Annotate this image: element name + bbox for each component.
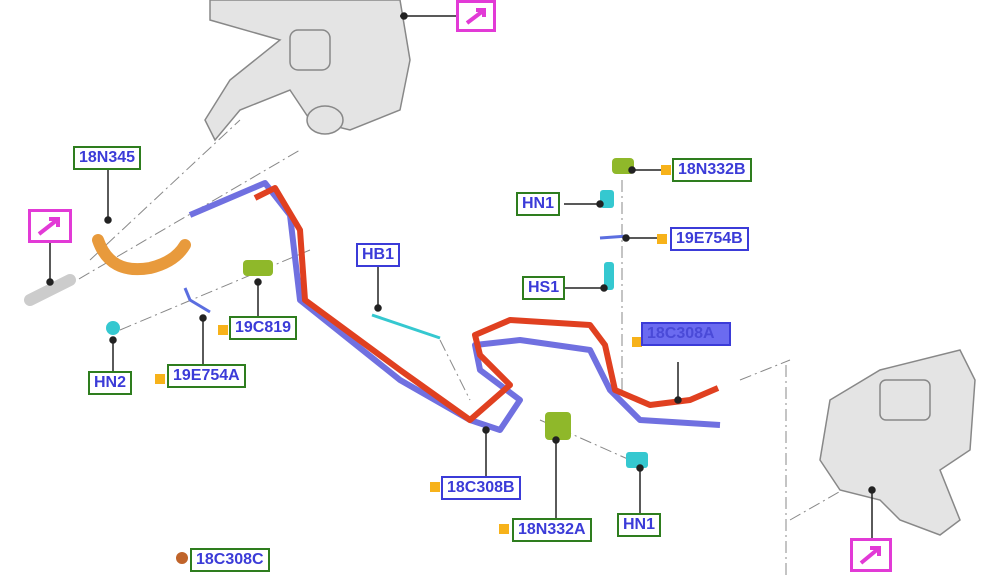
view-link-button-bottom[interactable]: [850, 538, 892, 572]
callout-HN1-top[interactable]: HN1: [516, 192, 561, 216]
connector-part: [24, 274, 76, 306]
callout-18N332A[interactable]: 18N332A: [512, 518, 592, 542]
clip-19C819[interactable]: [243, 260, 273, 276]
leader-lines: [46, 12, 876, 538]
callout-19E754A[interactable]: 19E754A: [167, 364, 246, 388]
marker-icon: [218, 325, 228, 335]
callout-18C308B[interactable]: 18C308B: [441, 476, 521, 500]
marker-dot-icon: [176, 552, 188, 564]
bracket-19E754A[interactable]: [183, 287, 211, 314]
callout-HN2[interactable]: HN2: [88, 371, 133, 395]
stud-HS1[interactable]: [604, 262, 614, 290]
nut-HN1-bottom[interactable]: [626, 452, 648, 468]
callout-18C308C[interactable]: 18C308C: [190, 548, 270, 572]
engine-component-top: [204, 0, 411, 142]
arrow-link-icon: [859, 546, 881, 565]
callout-HB1[interactable]: HB1: [356, 243, 401, 267]
marker-icon: [155, 374, 165, 384]
clip-18N332A[interactable]: [545, 412, 571, 440]
marker-icon: [661, 165, 671, 175]
callout-19C819[interactable]: 19C819: [229, 316, 298, 340]
view-link-button-top[interactable]: [456, 0, 496, 32]
guide-lines: [59, 119, 861, 579]
callout-HS1[interactable]: HS1: [522, 276, 566, 300]
callout-18N345[interactable]: 18N345: [73, 146, 142, 170]
arrow-link-icon: [37, 217, 60, 236]
callout-19E754B[interactable]: 19E754B: [670, 227, 749, 251]
bolt-HB1[interactable]: [371, 313, 441, 340]
callout-HN1-bottom[interactable]: HN1: [617, 513, 662, 537]
arrow-link-icon: [465, 8, 486, 25]
nut-HN2[interactable]: [106, 321, 120, 335]
hose-18N345[interactable]: [92, 234, 191, 276]
callout-18N332B[interactable]: 18N332B: [672, 158, 752, 182]
tube-18C308B[interactable]: [188, 180, 721, 433]
tube-18C308A[interactable]: [253, 185, 720, 423]
marker-icon: [657, 234, 667, 244]
marker-icon: [430, 482, 440, 492]
engine-component-right: [819, 349, 976, 536]
marker-icon: [499, 524, 509, 534]
view-link-button-left[interactable]: [28, 209, 72, 243]
callout-18C308A-selected[interactable]: 18C308A: [641, 322, 731, 346]
marker-icon: [632, 337, 642, 347]
